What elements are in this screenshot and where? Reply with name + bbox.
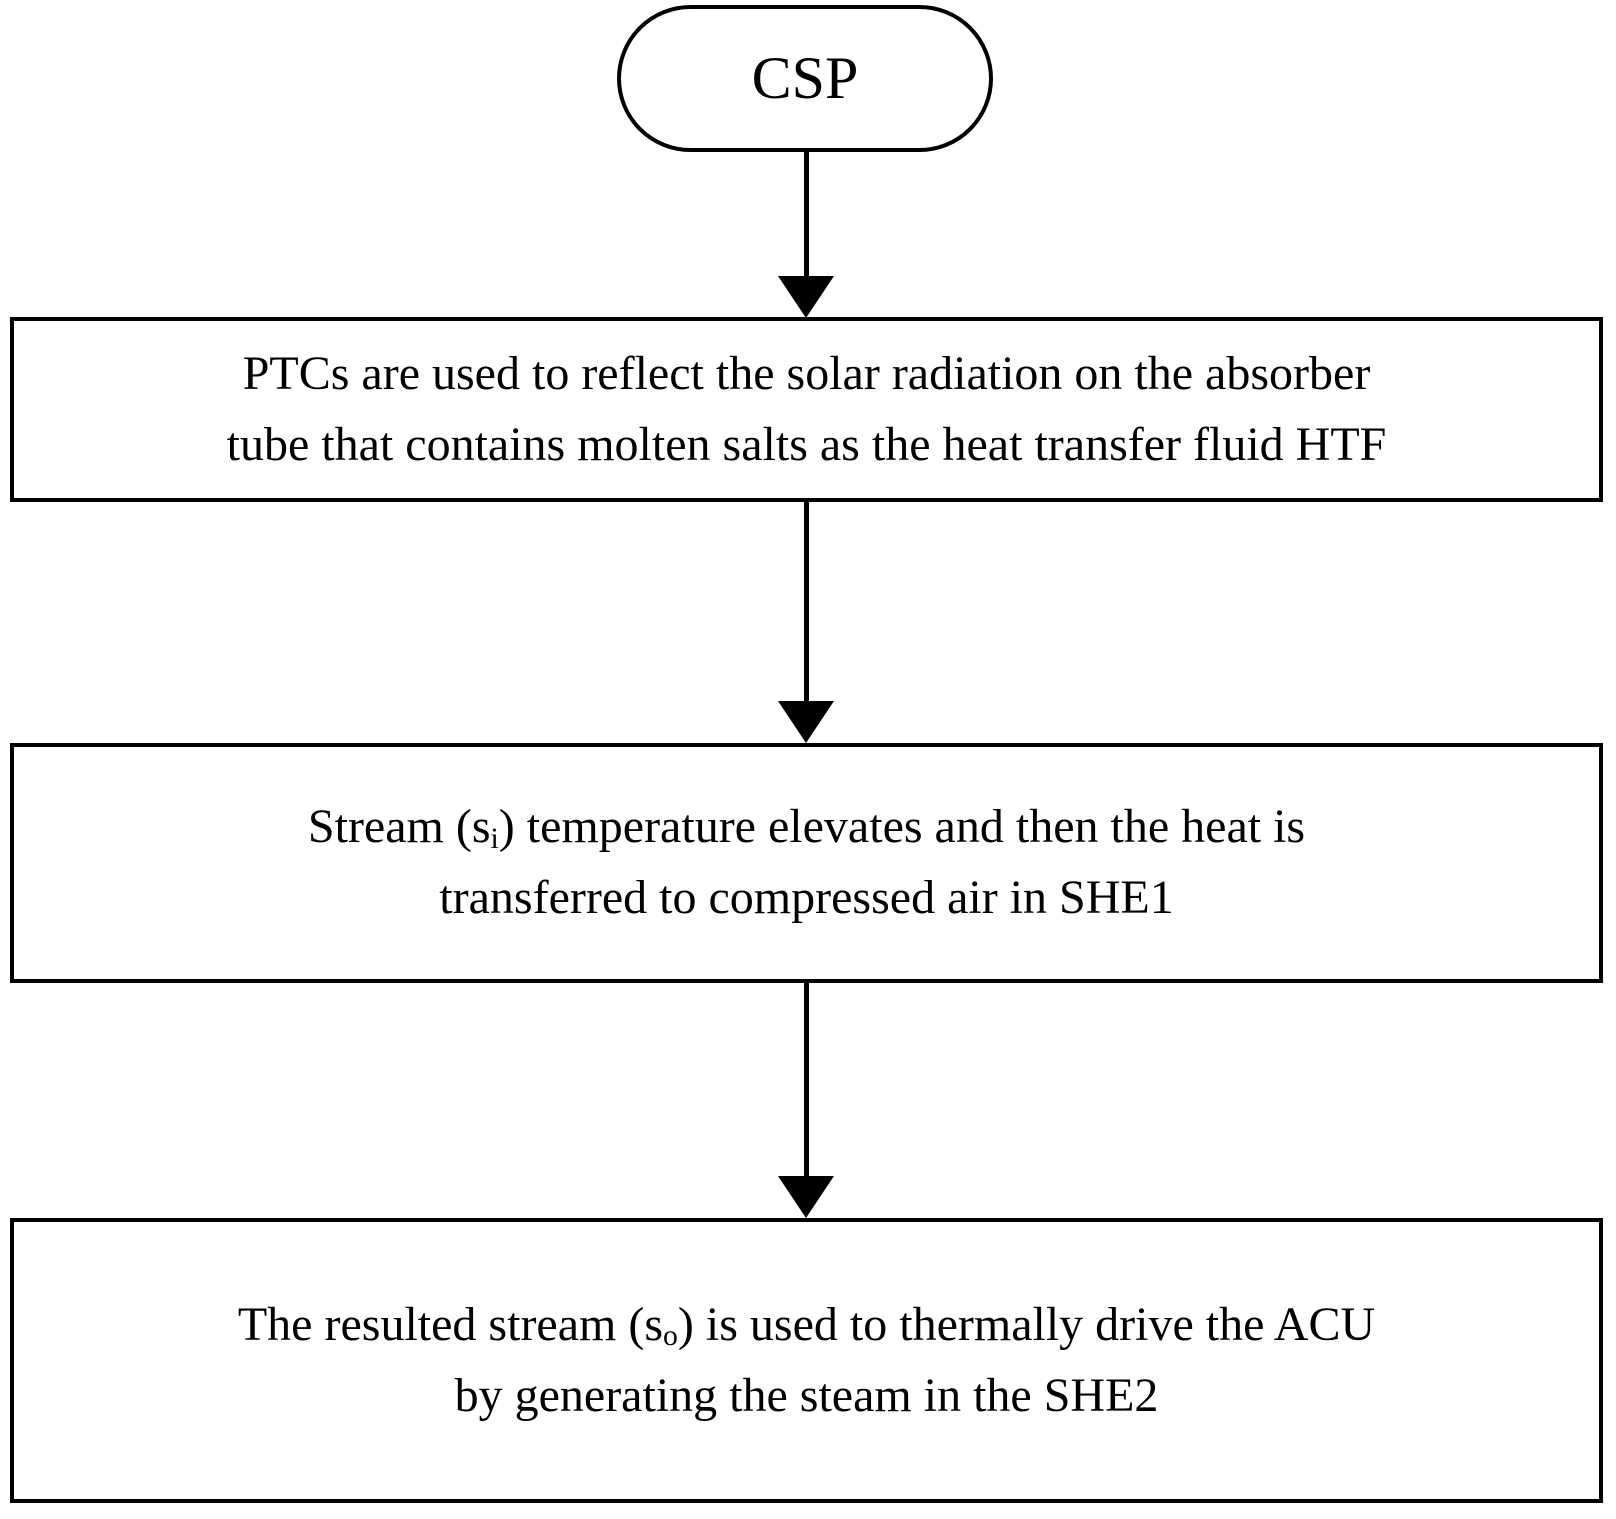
arrow-line-step2-to-step3 xyxy=(804,981,809,1180)
subscript-o: o xyxy=(663,1319,678,1353)
arrow-line-step1-to-step2 xyxy=(804,500,809,705)
process-node-ptc-reflection: PTCs are used to reflect the solar radia… xyxy=(10,317,1603,502)
arrow-head-icon xyxy=(778,701,834,743)
text-segment: Stream (s xyxy=(307,800,491,854)
terminator-node-csp: CSP xyxy=(617,5,993,152)
process-text-line: transferred to compressed air in SHE1 xyxy=(439,871,1174,924)
process-text-line: PTCs are used to reflect the solar radia… xyxy=(242,346,1371,400)
process-text-line: tube that contains molten salts as the h… xyxy=(226,417,1387,471)
text-segment: ) temperature elevates and then the heat… xyxy=(498,800,1306,854)
arrow-head-icon xyxy=(778,1176,834,1218)
process-text-line: Stream (si) temperature elevates and the… xyxy=(308,792,1305,863)
process-node-stream-heating: Stream (si) temperature elevates and the… xyxy=(10,743,1603,983)
text-segment: ) is used to thermally drive the ACU xyxy=(677,1297,1376,1351)
process-text-line: by generating the steam in the SHE2 xyxy=(454,1368,1159,1422)
arrow-line-csp-to-step1 xyxy=(804,148,809,280)
process-node-acu-driving: The resulted stream (so) is used to ther… xyxy=(10,1218,1603,1503)
subscript-i: i xyxy=(490,821,499,855)
text-segment: The resulted stream (s xyxy=(237,1297,664,1351)
arrow-head-icon xyxy=(778,276,834,318)
process-text-line: The resulted stream (so) is used to ther… xyxy=(238,1290,1375,1361)
terminator-label: CSP xyxy=(751,45,859,111)
